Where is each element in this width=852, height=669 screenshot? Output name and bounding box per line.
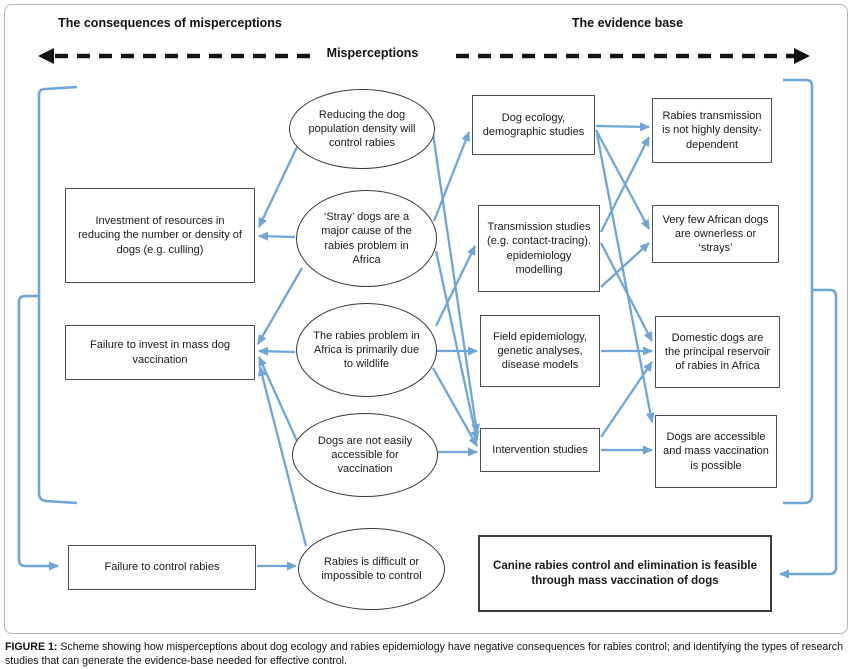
misperception-ellipse-strays: ‘Stray’ dogs are a major cause of the ra…	[296, 190, 437, 287]
study-box-dog-ecology: Dog ecology, demographic studies	[472, 95, 595, 155]
arrow-s2-to-f1	[599, 136, 651, 233]
conclusion-box: Canine rabies control and elimination is…	[478, 535, 772, 612]
arrow-s2-to-f3	[599, 242, 654, 342]
arrow-m4-to-c2	[257, 356, 299, 442]
finding-box-density: Rabies transmission is not highly densit…	[652, 98, 772, 163]
arrow-m3-to-c2	[258, 346, 296, 356]
arrow-m2-to-c1	[258, 231, 296, 241]
left-inner-bracket	[17, 294, 59, 571]
misperception-ellipse-accessibility: Dogs are not easily accessible for vacci…	[292, 413, 438, 497]
study-box-transmission: Transmission studies (e.g. contact-traci…	[478, 205, 600, 292]
header-misperceptions: Misperceptions	[326, 46, 419, 60]
consequence-box-no-vaccination: Failure to invest in mass dog vaccinatio…	[65, 325, 255, 380]
arrow-m2-to-c2	[257, 267, 303, 345]
misperception-ellipse-wildlife: The rabies problem in Africa is primaril…	[296, 303, 437, 397]
dashed-arrow-right-head	[794, 48, 810, 64]
misperception-ellipse-density: Reducing the dog population density will…	[289, 89, 435, 169]
left-outer-bracket	[37, 85, 78, 505]
figure-caption-label: FIGURE 1:	[5, 641, 58, 653]
arrow-m3-to-s4	[431, 367, 479, 447]
finding-box-accessible: Dogs are accessible and mass vaccination…	[655, 415, 777, 488]
arrow-s4-to-f3	[600, 361, 653, 438]
misperception-ellipse-impossible: Rabies is difficult or impossible to con…	[298, 528, 445, 610]
header-evidence-base: The evidence base	[571, 16, 684, 30]
arrow-s1-to-f1	[595, 122, 650, 132]
header-consequences: The consequences of misperceptions	[58, 16, 282, 30]
figure-caption-text: Scheme showing how misperceptions about …	[5, 641, 843, 667]
arrow-s1-to-f4	[595, 133, 655, 423]
right-outer-bracket	[783, 78, 814, 505]
dashed-arrow-left-head	[38, 48, 54, 64]
finding-box-ownerless: Very few African dogs are ownerless or ‘…	[652, 205, 779, 263]
finding-box-reservoir: Domestic dogs are the principal reservoi…	[655, 316, 780, 388]
arrow-m2-to-s1	[432, 131, 471, 222]
figure-caption: FIGURE 1: Scheme showing how mispercepti…	[5, 641, 848, 668]
consequence-box-culling: Investment of resources in reducing the …	[65, 188, 255, 283]
study-box-intervention: Intervention studies	[480, 428, 600, 472]
study-box-field-epidemiology: Field epidemiology, genetic analyses, di…	[480, 315, 600, 387]
arrow-m2-to-s4	[434, 250, 480, 441]
arrow-s2-to-f2	[600, 242, 650, 288]
arrow-m1-to-s4	[430, 126, 481, 434]
consequence-box-failure-control: Failure to control rabies	[68, 545, 256, 590]
arrow-m1-to-c1	[257, 146, 299, 228]
right-inner-bracket	[779, 288, 838, 579]
arrow-m5-to-c2	[257, 366, 308, 547]
arrow-s1-to-f2	[594, 129, 651, 230]
